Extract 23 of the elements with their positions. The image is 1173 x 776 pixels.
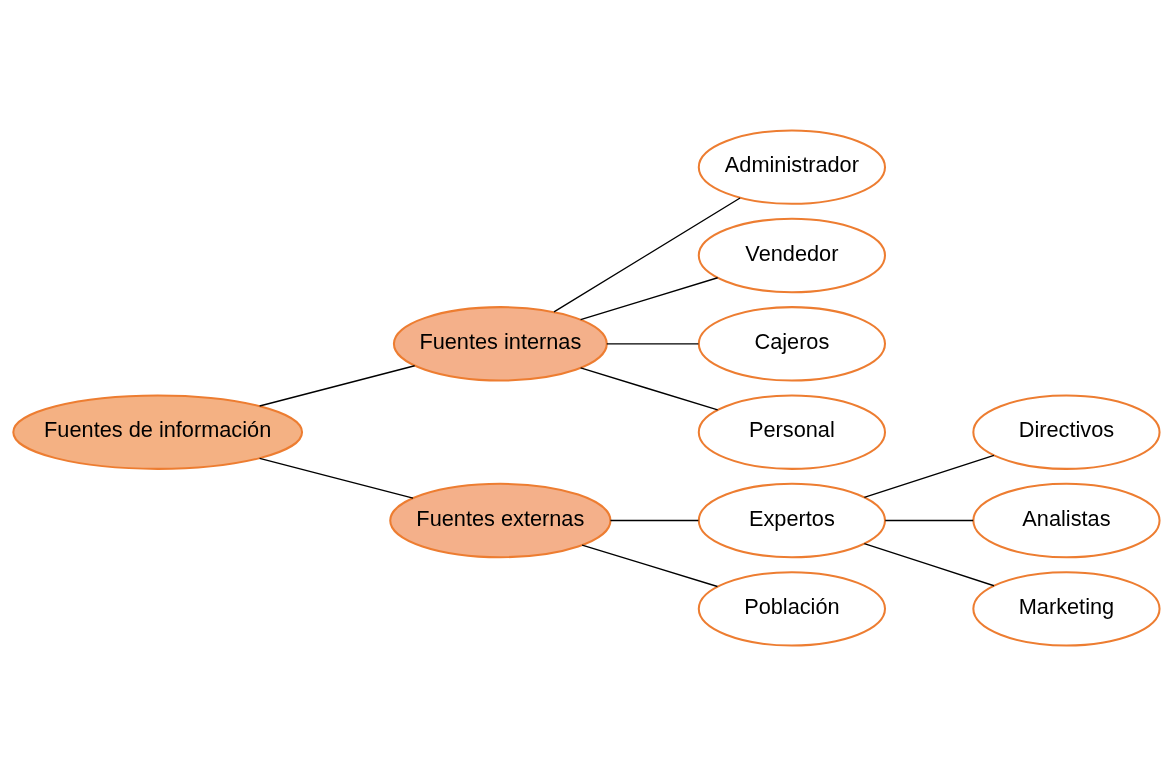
connector	[863, 542, 995, 587]
node-ellipse: Personal	[697, 394, 886, 470]
node-ellipse: Fuentes externas	[389, 482, 612, 559]
connector	[609, 519, 700, 522]
connector	[579, 367, 719, 411]
node-ellipse: Vendedor	[697, 217, 886, 294]
connector	[258, 457, 414, 499]
connector	[606, 343, 700, 345]
node-ellipse: Analistas	[972, 482, 1161, 559]
connector	[863, 454, 995, 499]
node-ellipse: Directivos	[972, 394, 1161, 470]
connector	[553, 197, 741, 313]
connector	[579, 277, 719, 321]
node-ellipse: Fuentes internas	[392, 306, 608, 382]
node-ellipse: Marketing	[972, 571, 1161, 647]
node-ellipse: Administrador	[697, 129, 886, 205]
connector	[581, 544, 719, 588]
node-ellipse: Cajeros	[697, 306, 886, 382]
node-ellipse: Expertos	[697, 482, 886, 559]
connector	[258, 365, 416, 407]
node-ellipse: Población	[697, 571, 886, 647]
connector	[884, 519, 974, 522]
node-ellipse: Fuentes de información	[12, 394, 304, 470]
